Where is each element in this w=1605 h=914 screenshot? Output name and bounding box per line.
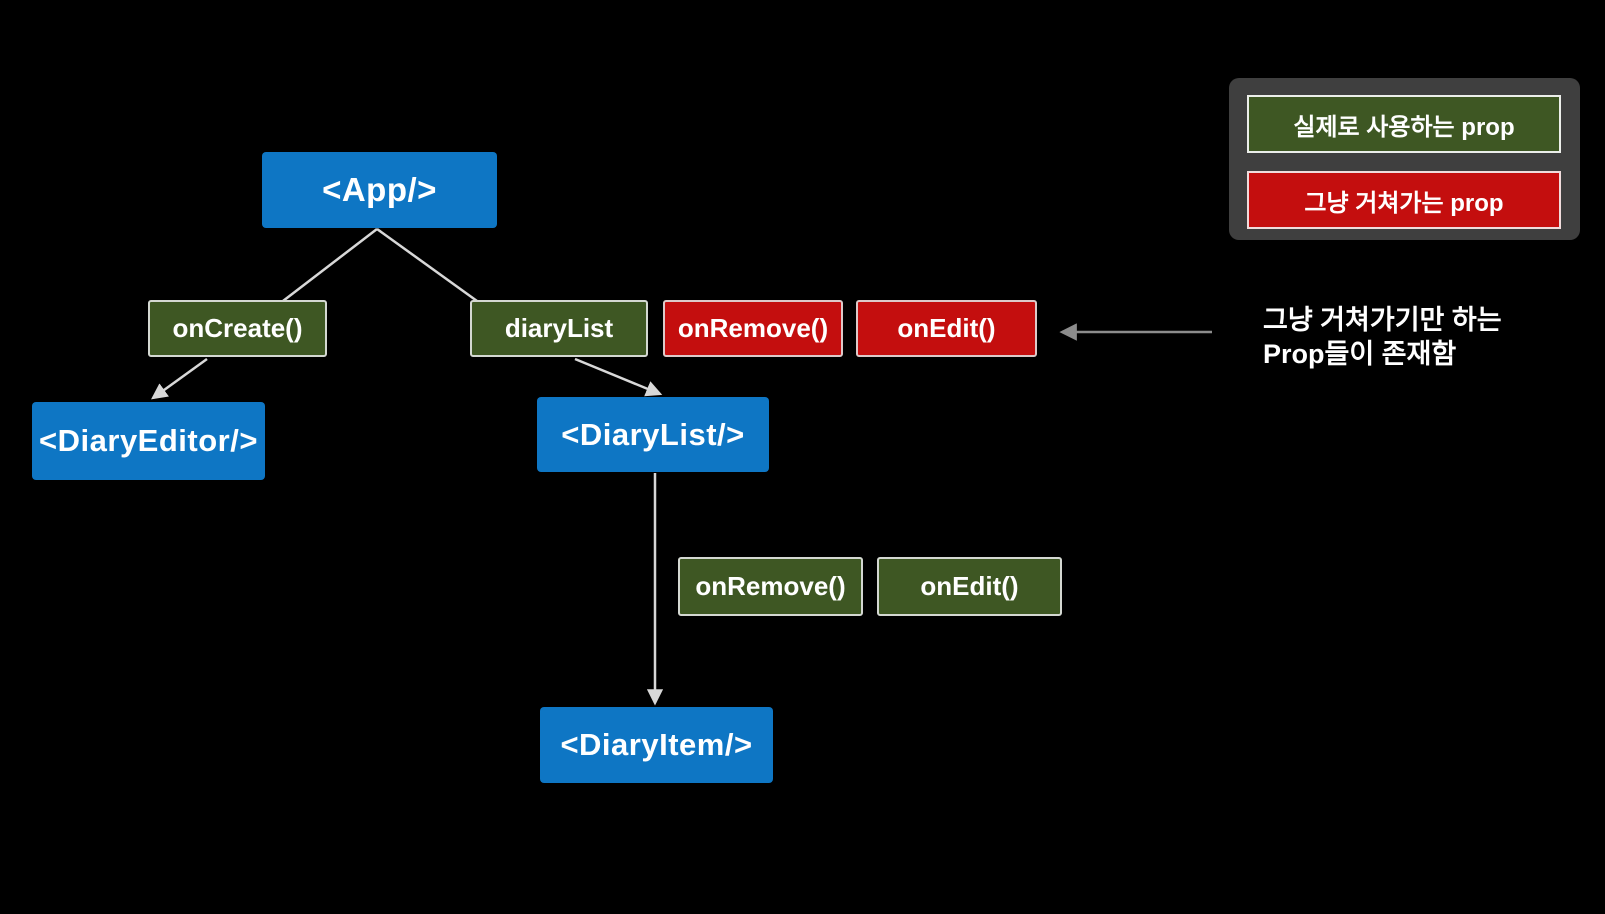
legend-used-prop: 실제로 사용하는 prop [1247, 95, 1561, 153]
prop-box-diarylist: diaryList [470, 300, 648, 357]
edge-app-to-diarylist-prop [376, 227, 478, 303]
edge-oncreate-to-diaryeditor [151, 357, 208, 400]
prop-box-onedit-pass: onEdit() [856, 300, 1037, 357]
prop-box-onremove-used: onRemove() [678, 557, 863, 616]
legend-panel: 실제로 사용하는 prop 그냥 거쳐가는 prop [1229, 78, 1580, 240]
prop-box-onedit-used: onEdit() [877, 557, 1062, 616]
annotation-note: 그냥 거쳐가기만 하는 Prop들이 존재함 [1263, 303, 1502, 371]
component-node-app: <App/> [262, 152, 497, 228]
annotation-line2: Prop들이 존재함 [1263, 339, 1457, 369]
annotation-line1: 그냥 거쳐가기만 하는 [1263, 305, 1502, 335]
component-node-diary-item: <DiaryItem/> [540, 707, 773, 783]
component-node-diary-editor: <DiaryEditor/> [32, 402, 265, 480]
prop-box-onremove-pass: onRemove() [663, 300, 843, 357]
prop-box-oncreate: onCreate() [148, 300, 327, 357]
component-node-diary-list: <DiaryList/> [537, 397, 769, 472]
edge-app-to-oncreate [282, 228, 378, 302]
edge-diarylistprop-to-diarylist [574, 357, 663, 397]
legend-pass-prop: 그냥 거쳐가는 prop [1247, 171, 1561, 229]
